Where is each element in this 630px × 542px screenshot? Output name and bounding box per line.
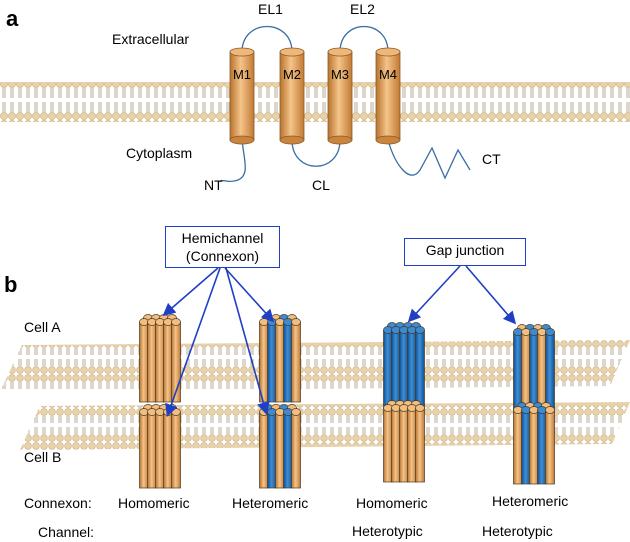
hemi-heteromeric-a-front-4 [291, 318, 301, 403]
hemichannel-box: Hemichannel (Connexon) [165, 226, 280, 268]
gap-homomeric-a-front-3 [407, 326, 417, 409]
gap-homomeric-a-front-2 [399, 326, 409, 409]
channel-type-1: Heterotypic [352, 523, 423, 539]
ct-label: CT [482, 151, 501, 167]
connexon-type-1: Homomeric [118, 495, 190, 511]
extracellular-label: Extracellular [112, 31, 190, 47]
nt-label: NT [204, 177, 223, 193]
hemi-homomeric-a-front-4 [171, 318, 181, 403]
hemi-homomeric-a-front-0 [139, 318, 149, 403]
hemi-homomeric-a-front-1 [147, 318, 157, 403]
helix-m4-label: M4 [378, 67, 398, 82]
hemi-heteromeric-b-front-0 [259, 408, 269, 489]
helix-m1 [229, 47, 255, 145]
hemi-homomeric-b-front-2 [155, 408, 165, 489]
arrow-to-gap-junction-1 [407, 265, 461, 323]
gap-heteromeric-a-front-4 [545, 328, 555, 411]
hemi-homomeric-a-front-2 [155, 318, 165, 403]
connexon-type-3: Homomeric [356, 495, 428, 511]
nt-tail [219, 139, 246, 183]
arrow-to-homomeric-a [162, 267, 219, 317]
hemi-homomeric-a-front-3 [163, 318, 173, 403]
panel-b-label: b [4, 272, 18, 297]
hemi-heteromeric-a-front-3 [283, 318, 293, 403]
helix-m3 [327, 47, 353, 145]
cell-b-label: Cell B [24, 449, 62, 465]
connexon-type-2: Heteromeric [232, 495, 309, 511]
gap-homomeric-a-front-4 [415, 326, 425, 409]
channel-type-2: Heterotypic [482, 523, 553, 539]
arrow-to-heteromeric-a [224, 267, 275, 323]
gap-heteromeric-b-front-2 [529, 406, 539, 485]
gap-homomeric-a-front-0 [383, 326, 393, 409]
helix-m2-label: M2 [282, 67, 302, 82]
helix-m1-label: M1 [232, 67, 252, 82]
connexon-groups [139, 314, 555, 489]
gap-junction-label: Gap junction [425, 242, 505, 258]
gap-homomeric-b-front-4 [415, 404, 425, 483]
el2-loop [339, 26, 389, 53]
gap-homomeric-b-front-1 [391, 404, 401, 483]
el2-label: EL2 [350, 1, 375, 17]
hemi-heteromeric-b-front-3 [283, 408, 293, 489]
hemi-homomeric-b-front-3 [163, 408, 173, 489]
gap-homomeric-b-front-0 [383, 404, 393, 483]
cl-label: CL [312, 177, 330, 193]
hemi-homomeric-b-front-4 [171, 408, 181, 489]
hemi-heteromeric-a-front-2 [275, 318, 285, 403]
hemi-heteromeric-b-front-1 [267, 408, 277, 489]
panel-a-label: a [6, 6, 19, 31]
gap-homomeric-b-front-3 [407, 404, 417, 483]
connexon-row-label: Connexon: [24, 495, 92, 511]
connexon-type-4: Heteromeric [492, 493, 569, 509]
connexon-alias-label: (Connexon) [185, 247, 260, 264]
cell-a-label: Cell A [24, 319, 61, 335]
helix-m3-label: M3 [330, 67, 350, 82]
arrow-to-heteromeric-b [225, 267, 270, 416]
helix-m2 [279, 47, 305, 145]
hemi-homomeric-b-front-0 [139, 408, 149, 489]
el1-loop [241, 26, 293, 53]
hemi-heteromeric-a-front-0 [259, 318, 269, 403]
arrows [162, 265, 517, 418]
hemichannel-label: Hemichannel [181, 230, 264, 246]
arrow-to-gap-junction-2 [465, 265, 517, 325]
cl-loop [291, 139, 341, 167]
hemi-homomeric-b-front-1 [147, 408, 157, 489]
hemi-heteromeric-b-front-2 [275, 408, 285, 489]
gap-junction-box: Gap junction [404, 238, 526, 266]
gap-heteromeric-b-front-4 [545, 406, 555, 485]
arrow-to-homomeric-b [165, 267, 221, 418]
helix-m4 [375, 47, 401, 145]
hemi-heteromeric-a-front-1 [267, 318, 277, 403]
ct-tail [387, 139, 471, 180]
hemi-heteromeric-b-front-4 [291, 408, 301, 489]
gap-homomeric-a-front-1 [391, 326, 401, 409]
cytoplasm-label: Cytoplasm [126, 145, 193, 161]
gap-homomeric-b-front-2 [399, 404, 409, 483]
channel-row-label: Channel: [38, 524, 95, 540]
membrane-a [0, 82, 630, 122]
el1-label: EL1 [258, 1, 283, 17]
